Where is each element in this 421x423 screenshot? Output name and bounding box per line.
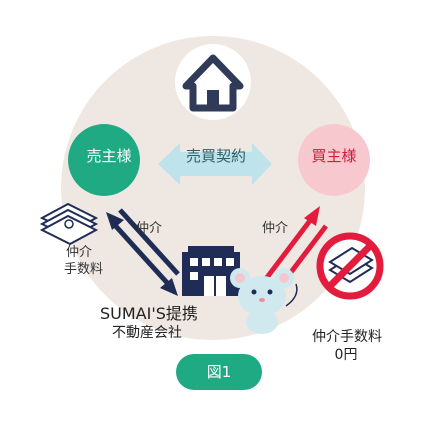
- contract-arrow: [158, 143, 272, 185]
- house-icon: [175, 44, 251, 120]
- buyer-label: 買主様: [311, 147, 357, 165]
- buyer-fee-amount: 0円: [334, 347, 358, 363]
- buyer-brokerage-label: 仲介: [262, 221, 289, 236]
- buyer-circle: [298, 124, 370, 196]
- buyer-fee-label: 仲介手数料: [312, 329, 382, 345]
- seller-agent-arrow: [106, 208, 180, 296]
- contract-label: 売買契約: [185, 147, 246, 165]
- seller-circle: [68, 124, 140, 196]
- background-circle: [61, 36, 365, 340]
- money-icon: [39, 202, 99, 246]
- figure-label: 図1: [206, 363, 232, 381]
- no-fee-icon: [316, 232, 384, 300]
- agent-name-line1: SUMAI'S提携: [100, 304, 198, 323]
- office-building-icon: [182, 246, 240, 296]
- seller-fee-label-line2: 手数料: [64, 262, 104, 277]
- seller-fee-label-line1: 仲介: [66, 245, 93, 260]
- figure-badge: [176, 354, 262, 390]
- seller-label: 売主様: [86, 147, 132, 165]
- mouse-mascot-icon: [230, 268, 298, 334]
- agent-name-line2: 不動産会社: [112, 325, 182, 341]
- seller-brokerage-label: 仲介: [136, 221, 163, 236]
